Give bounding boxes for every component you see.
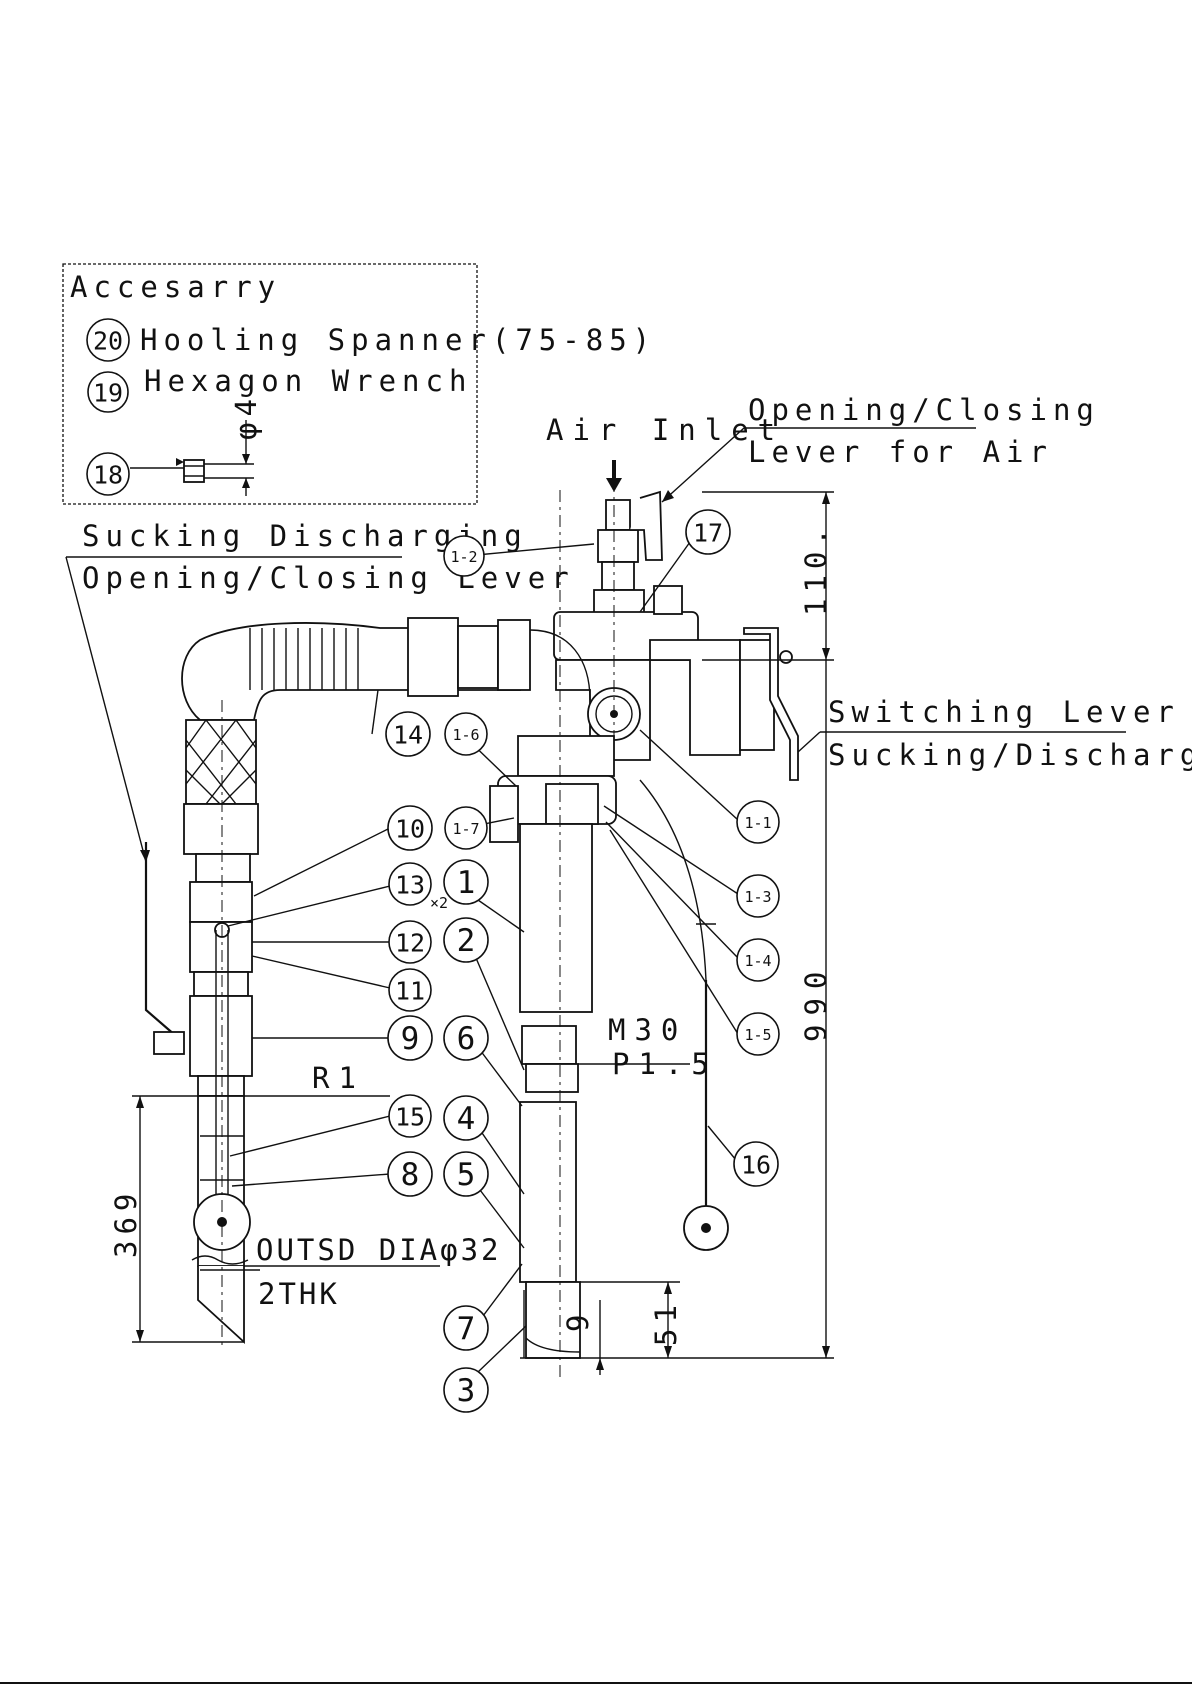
accessory-box: Accesarry 20 Hooling Spanner(75-85) 19 H… — [62, 263, 656, 505]
part-bubble-1-4: 1-4 — [736, 938, 780, 982]
dimension-9: 9 — [561, 1309, 595, 1332]
svg-text:16: 16 — [741, 1151, 771, 1180]
part-bubble-13: 13 — [388, 862, 432, 906]
switch-lever-label-line2: Sucking/Discharging — [828, 738, 1192, 772]
svg-text:9: 9 — [401, 1021, 420, 1057]
part-bubble-7: 7 — [443, 1305, 489, 1351]
accessory-title: Accesarry — [70, 270, 281, 304]
svg-text:19: 19 — [93, 379, 123, 408]
part-bubble-1-7: 1-7 — [444, 806, 488, 850]
svg-text:5: 5 — [457, 1157, 476, 1193]
part-bubble-1-1: 1-1 — [736, 800, 780, 844]
svg-text:17: 17 — [693, 519, 723, 548]
part-bubble-11: 11 — [388, 968, 432, 1012]
svg-text:6: 6 — [457, 1021, 476, 1057]
hexagon-wrench-icon — [130, 420, 254, 496]
air-lever-label-line1: Opening/Closing — [748, 393, 1100, 427]
svg-text:1-1: 1-1 — [744, 814, 771, 832]
part-bubble-4: 4 — [443, 1095, 489, 1141]
pipe-diameter: OUTSD DIAφ32 — [256, 1233, 502, 1267]
part-bubble-10: 10 — [387, 805, 433, 851]
dimension-110: 110. — [799, 522, 833, 616]
leader-lines — [227, 541, 739, 1373]
part-13-quantity: ×2 — [430, 894, 448, 912]
svg-text:1-3: 1-3 — [744, 888, 771, 906]
part-bubble-1-3: 1-3 — [736, 874, 780, 918]
svg-text:4: 4 — [457, 1101, 476, 1137]
part-bubble-18: 18 — [86, 452, 130, 496]
svg-text:14: 14 — [393, 721, 423, 750]
part-bubble-3: 3 — [443, 1367, 489, 1413]
valve-body-drawing — [144, 480, 799, 1380]
part-bubble-2: 2 — [443, 917, 489, 963]
svg-text:12: 12 — [395, 929, 425, 958]
part-bubble-1-5: 1-5 — [736, 1012, 780, 1056]
air-inlet-label: Air Inlet — [546, 413, 784, 447]
svg-text:1-6: 1-6 — [452, 726, 479, 744]
part-bubble-19: 19 — [87, 371, 129, 413]
switch-lever-label-line1: Switching Lever for — [828, 695, 1192, 729]
suck-lever-leader — [65, 556, 147, 863]
air-lever-label-line2: Lever for Air — [748, 435, 1053, 469]
pipe-thickness: 2THK — [258, 1277, 340, 1311]
svg-text:1-5: 1-5 — [744, 1026, 771, 1044]
part-bubble-17: 17 — [685, 509, 731, 555]
svg-text:1-2: 1-2 — [450, 548, 477, 566]
svg-text:1: 1 — [457, 865, 476, 901]
thread-r1: R1 — [312, 1061, 365, 1095]
part-bubble-1-6: 1-6 — [444, 712, 488, 756]
part-bubble-20: 20 — [86, 318, 130, 362]
dimension-990: 990 — [799, 963, 833, 1042]
suck-lever-label-line2: Opening/Closing Lever — [82, 561, 575, 595]
dimension-51: 51 — [649, 1299, 683, 1346]
accessory-item-19-text: Hexagon Wrench — [144, 364, 472, 398]
svg-text:20: 20 — [93, 327, 123, 356]
air-lever-leader — [661, 427, 745, 503]
svg-text:18: 18 — [93, 461, 123, 490]
thread-pitch: P1.5 — [612, 1047, 718, 1081]
accessory-item-20-text: Hooling Spanner(75-85) — [140, 323, 656, 357]
svg-text:10: 10 — [395, 815, 425, 844]
svg-text:15: 15 — [395, 1103, 425, 1132]
svg-text:8: 8 — [401, 1157, 420, 1193]
dimension-lines — [132, 491, 834, 1375]
part-bubble-12: 12 — [388, 920, 432, 964]
part-bubble-1-2: 1-2 — [443, 535, 485, 577]
svg-text:13: 13 — [395, 871, 425, 900]
svg-text:11: 11 — [395, 977, 425, 1006]
part-bubble-9: 9 — [387, 1015, 433, 1061]
part-bubble-16: 16 — [733, 1141, 779, 1187]
part-bubble-8: 8 — [387, 1151, 433, 1197]
svg-text:2: 2 — [457, 923, 476, 959]
part-bubble-1: 1 — [443, 859, 489, 905]
part-bubble-5: 5 — [443, 1151, 489, 1197]
svg-text:3: 3 — [457, 1373, 476, 1409]
svg-text:1-7: 1-7 — [452, 820, 479, 838]
thread-size: M30 — [608, 1013, 687, 1047]
svg-text:7: 7 — [457, 1311, 476, 1347]
part-bubble-6: 6 — [443, 1015, 489, 1061]
wrench-dimension: φ4 — [229, 393, 263, 440]
svg-text:1-4: 1-4 — [744, 952, 771, 970]
dimension-369: 369 — [109, 1188, 143, 1258]
part-bubble-15: 15 — [388, 1094, 432, 1138]
part-bubble-14: 14 — [385, 711, 431, 757]
